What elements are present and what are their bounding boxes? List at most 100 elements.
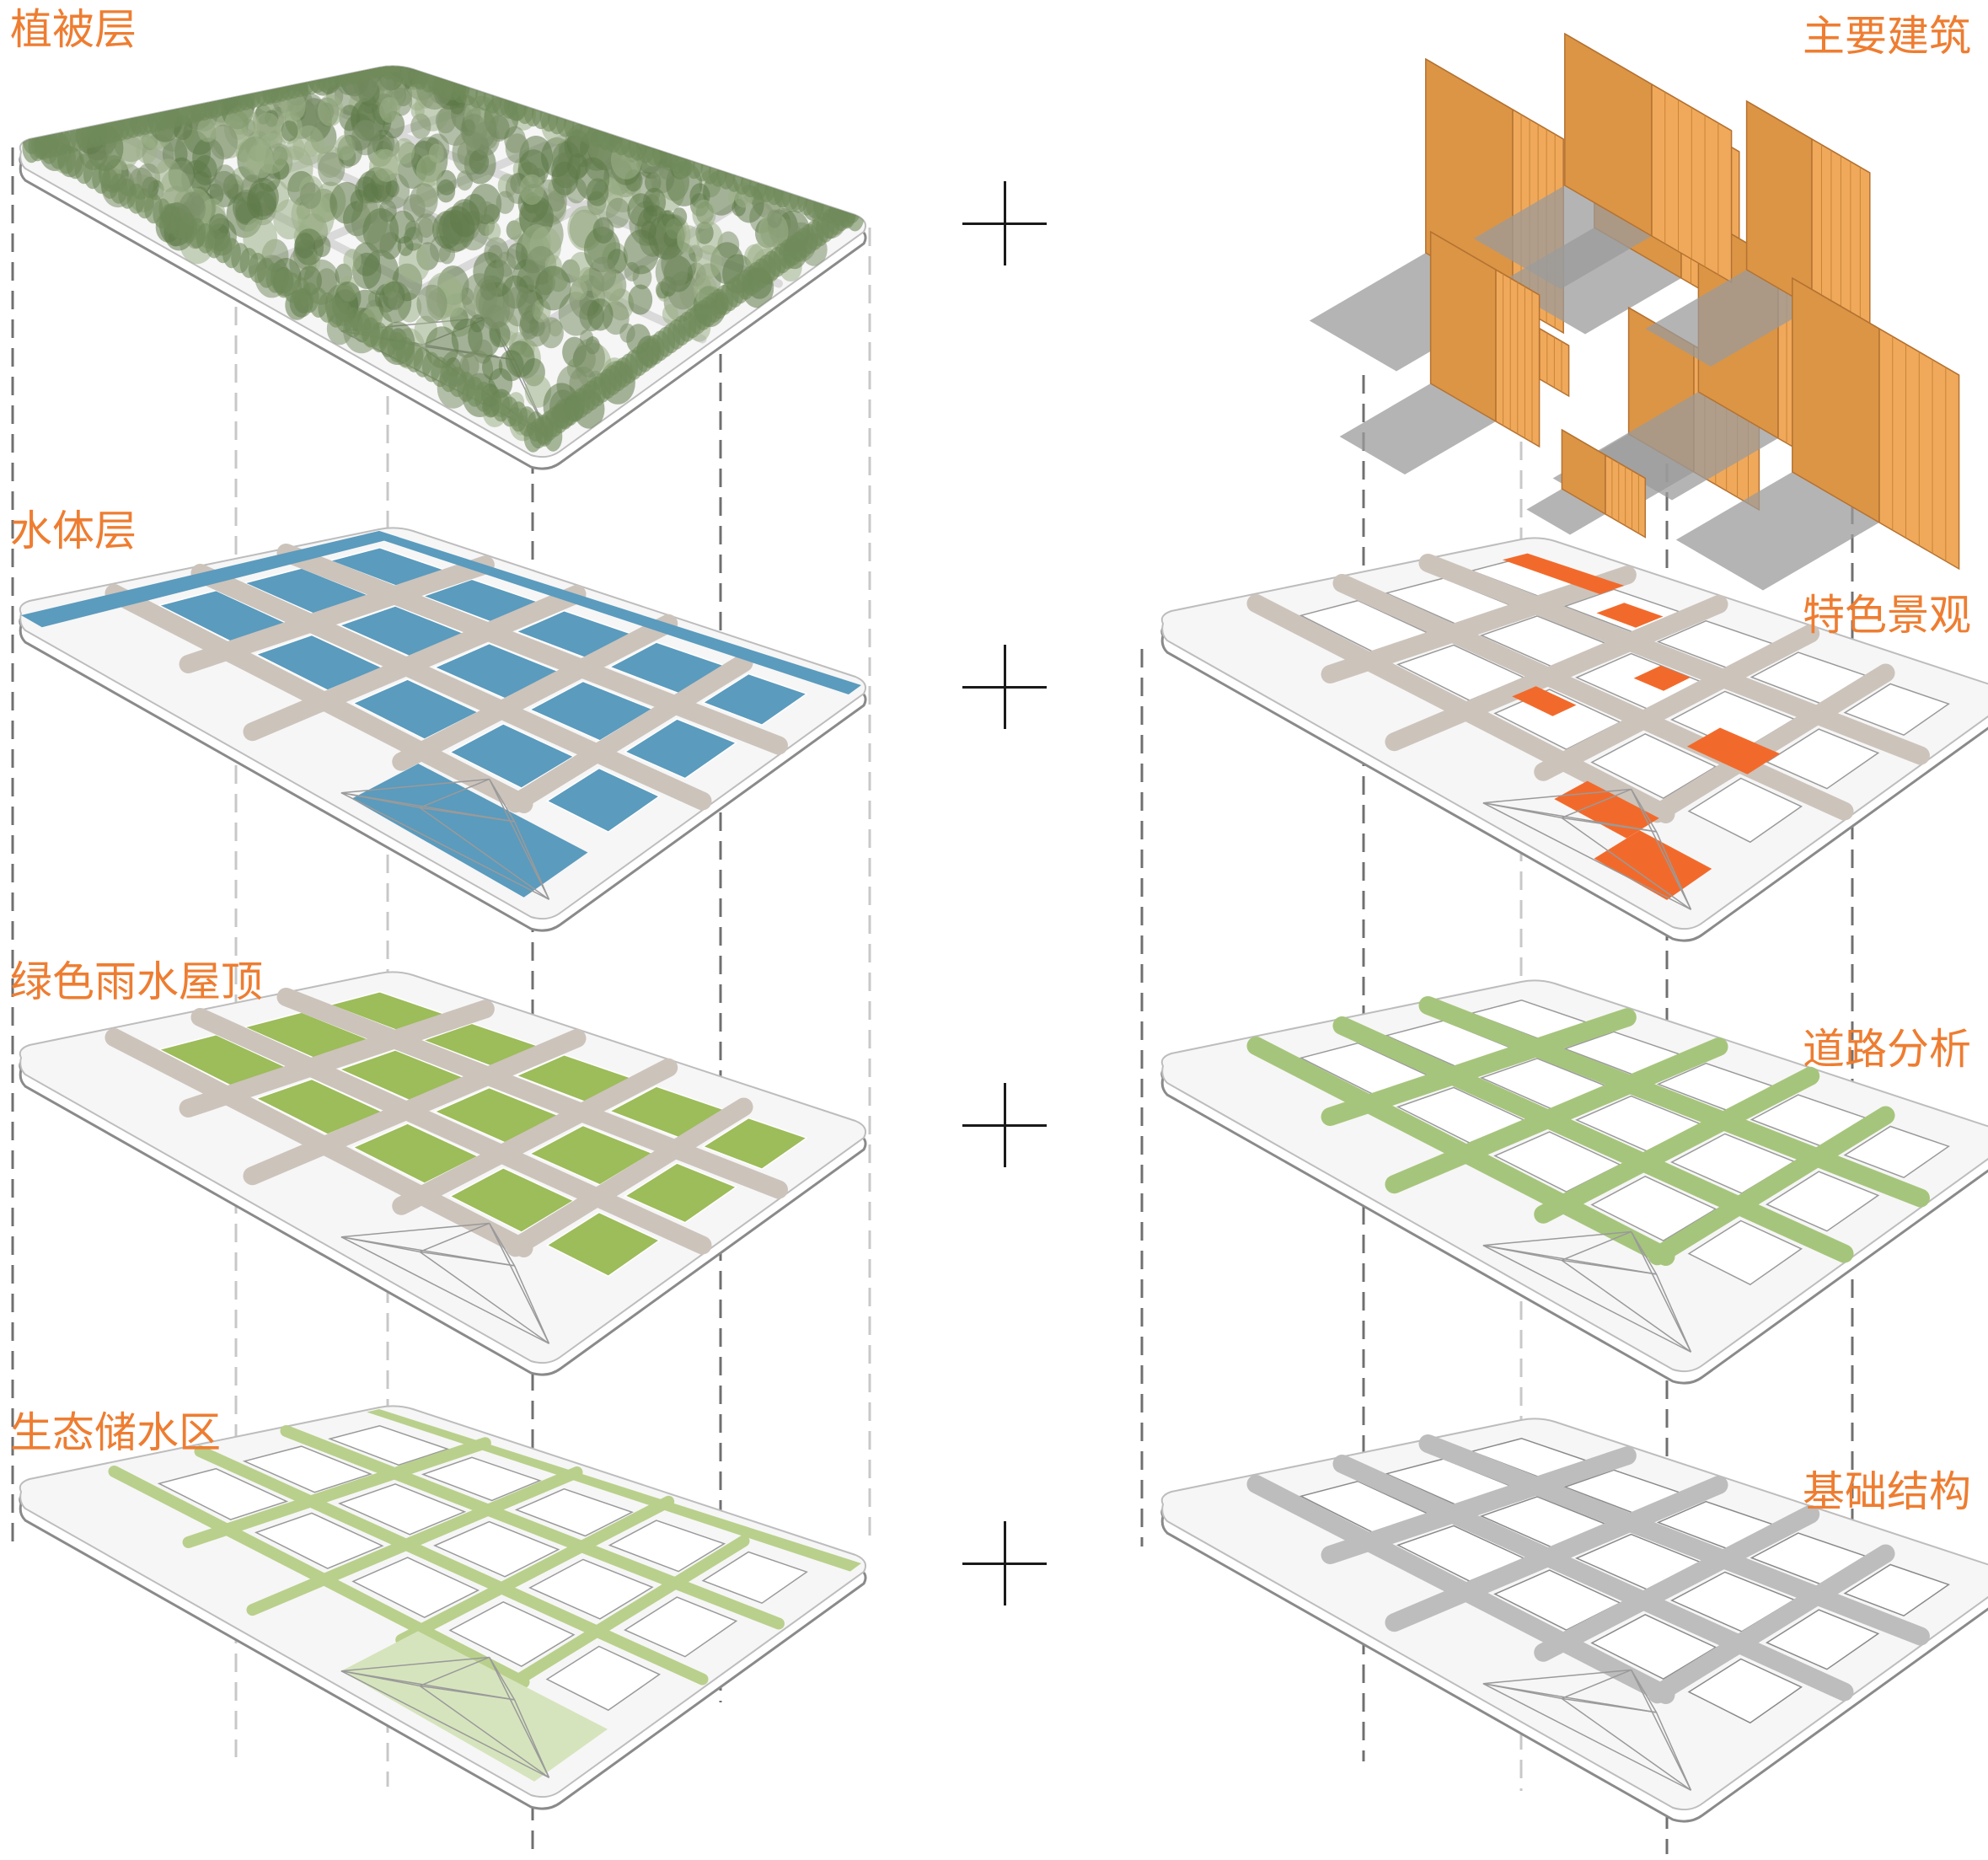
label-water: 水体层 [10,507,137,555]
eco-plaza-line [489,1657,516,1701]
tree [502,286,536,327]
roads-road-4 [1321,1008,1637,1126]
eco-block-14 [448,1600,576,1668]
roof-plaza-line [489,1223,516,1267]
plate-roads [1160,979,1988,1385]
landscape-feature-3 [1633,665,1691,691]
plate-eco-storage [19,1405,867,1810]
landscape-feature-4 [1686,727,1781,775]
plate-base [1160,1418,1988,1823]
tree [519,174,544,206]
tree [587,298,614,331]
water-plaza-line [419,807,549,900]
eco-road-4 [182,1437,491,1548]
building-shadow-10 [1526,489,1605,535]
eco-plaza-line [419,1685,549,1778]
tree [435,108,457,134]
base-plaza-line [1482,1682,1562,1700]
buildings-group [1309,32,1960,591]
base-block-13 [1493,1569,1622,1632]
tree [367,220,396,256]
tree [628,284,653,315]
landscape-plaza-line [1631,789,1692,910]
tree [505,340,535,378]
plus-sign-4 [962,1521,1047,1605]
eco-edge-strip [367,1409,862,1572]
landscape-block-15 [1687,777,1803,844]
tree [496,251,517,277]
building-shadow-8 [1675,472,1879,591]
roof-plaza-line [340,1236,549,1344]
roof-road-4 [179,1000,495,1118]
tree [299,182,322,209]
roads-block-15 [1687,1219,1803,1286]
eco-block-13 [351,1557,480,1619]
label-roads: 道路分析 [1803,1025,1971,1074]
building-6 [1473,32,1733,289]
base-plaza-line [1631,1670,1658,1713]
tree [619,323,635,343]
roof-block-5 [701,1117,808,1171]
water-block-10 [624,718,738,780]
roof-plaza-line [419,1251,549,1344]
roads-plaza-line [1631,1231,1692,1353]
tree [558,292,594,336]
tree [246,182,277,221]
tree [461,273,498,319]
roads-road-6 [1534,1066,1820,1224]
eco-block-3 [514,1487,634,1537]
tree [642,187,667,217]
building-shadow-7 [1645,270,1812,367]
water-plaza-line [489,779,550,900]
tree [456,170,474,191]
landscape-block-5 [1843,683,1950,737]
tree [460,113,488,147]
tree [595,217,610,236]
tree [373,149,400,182]
roof-plaza-line [489,1223,550,1344]
tree [414,213,440,244]
tree [692,199,716,229]
tree [437,179,456,203]
tree [385,180,399,198]
tree [429,143,444,163]
eco-plaza-line [489,1657,550,1778]
landscape-feature-7 [1512,686,1577,716]
tree-row [22,132,41,163]
landscape-plaza-line [1561,788,1632,819]
roof-block-10 [624,1162,738,1224]
roads-plaza-line [1482,1244,1562,1262]
tree [410,113,431,139]
tree [477,201,496,223]
landscape-feature-1 [1502,553,1625,594]
water-edge-strip [365,531,861,694]
roads-plaza-line [1655,1273,1692,1353]
roads-block-10 [1766,1171,1880,1232]
tree [330,181,364,224]
tree [410,183,438,218]
eco-plaza-line [340,1670,421,1687]
roof-plaza-line [420,1251,515,1267]
eco-plaza-line [340,1670,549,1778]
base-road-1 [1418,1434,1930,1646]
water-block-13 [351,678,480,741]
tree [197,116,218,142]
water-pond [351,764,588,898]
water-plaza-line [420,807,515,823]
base-road-5 [1385,1476,1728,1632]
water-road-7 [506,653,753,813]
landscape-plaza-line [1482,801,1562,819]
eco-block-5 [701,1551,808,1605]
eco-plaza-line [419,1656,490,1687]
eco-road-2 [194,1445,709,1686]
base-block-10 [1766,1609,1880,1670]
building-shadow-6 [1473,185,1652,289]
building-shadow-2 [1498,228,1681,335]
water-plaza-line [340,791,421,809]
label-eco-storage: 生态储水区 [10,1408,221,1457]
eco-block-8 [433,1520,560,1578]
building-shadow-9 [1339,383,1496,474]
eco-plaza-line [420,1685,515,1701]
roof-block-15 [545,1211,661,1278]
water-edge-strip-left [21,531,399,628]
